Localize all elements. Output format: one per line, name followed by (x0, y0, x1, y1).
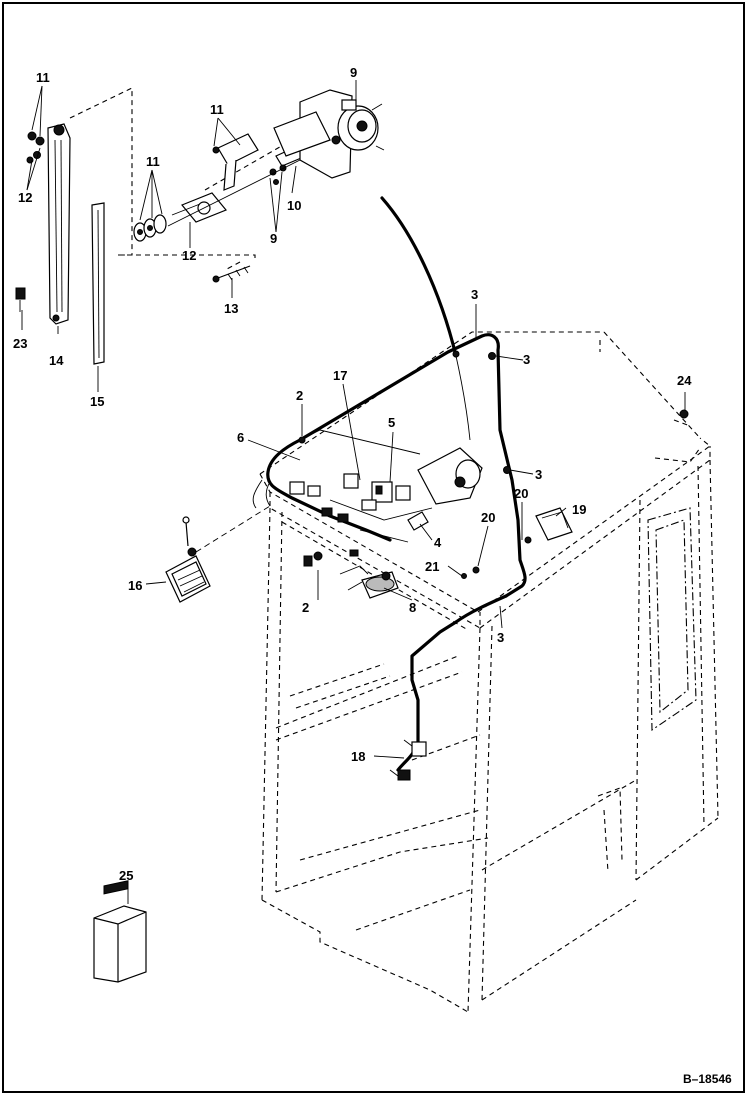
leader-lines-lower (127, 304, 686, 904)
shaft-nut-set (133, 214, 167, 242)
figure-reference: B–18546 (683, 1072, 732, 1086)
nut-washer-set-left (26, 131, 45, 164)
callout-label: 13 (224, 301, 238, 316)
callout-label: 3 (523, 352, 530, 367)
wiper-arm (47, 123, 71, 325)
harness-components (289, 350, 689, 781)
callout-label: 2 (296, 388, 303, 403)
callout-label: 15 (90, 394, 104, 409)
callout-label: 11 (36, 70, 50, 85)
wiper-motor (273, 89, 385, 179)
callout-labels: 11 12 9 11 11 10 9 12 13 23 14 15 3 3 24… (13, 65, 732, 1086)
callout-label: 10 (287, 198, 301, 213)
cab-outline (259, 331, 719, 1013)
callout-label: 4 (434, 535, 442, 550)
callout-label: 20 (514, 486, 528, 501)
callout-label: 2 (302, 600, 309, 615)
callout-label: 19 (572, 502, 586, 517)
callout-label: 14 (49, 353, 64, 368)
callout-label: 18 (351, 749, 365, 764)
wiper-blade (91, 202, 105, 365)
callout-label: 24 (677, 373, 692, 388)
callout-label: 8 (409, 600, 416, 615)
callout-label: 25 (119, 868, 133, 883)
bolt-part (212, 265, 251, 283)
callout-label: 12 (18, 190, 32, 205)
clip-part (15, 287, 26, 312)
parts-box (93, 880, 147, 983)
callout-label: 3 (535, 467, 542, 482)
wiring-harness (252, 196, 527, 772)
callout-label: 11 (146, 154, 160, 169)
callout-label: 17 (333, 368, 347, 383)
callout-label: 11 (210, 102, 224, 117)
callout-label: 21 (425, 559, 439, 574)
callout-label: 6 (237, 430, 244, 445)
work-light (165, 505, 271, 603)
wiper-assembly (15, 87, 385, 365)
callout-label: 5 (388, 415, 395, 430)
callout-label: 16 (128, 578, 142, 593)
callout-label: 12 (182, 248, 196, 263)
callout-label: 3 (497, 630, 504, 645)
mounting-plate (171, 192, 227, 223)
leader-lines-upper (21, 80, 357, 392)
callout-label: 20 (481, 510, 495, 525)
callout-label: 9 (270, 231, 277, 246)
callout-label: 23 (13, 336, 27, 351)
callout-label: 9 (350, 65, 357, 80)
callout-label: 3 (471, 287, 478, 302)
